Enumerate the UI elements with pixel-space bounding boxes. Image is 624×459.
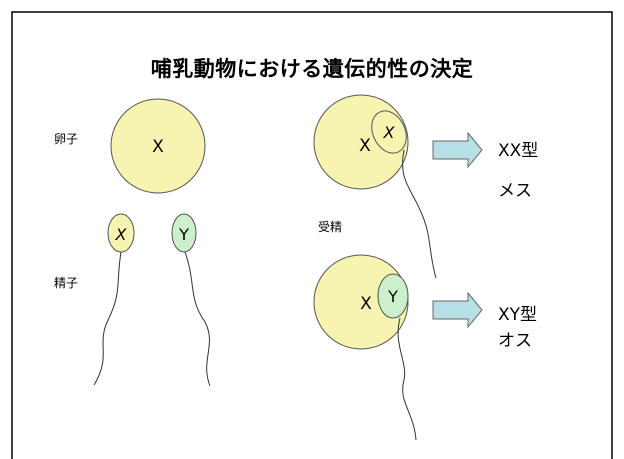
female-sperm-tail — [402, 149, 437, 279]
sperm-y-chromosome: Y — [178, 225, 189, 244]
female-sperm-chromosome: X — [383, 123, 396, 142]
fertilization-label: 受精 — [318, 220, 343, 234]
sperm-x-chromosome: X — [115, 225, 128, 244]
egg-label: 卵子 — [54, 132, 79, 146]
male-type-label: XY型 — [498, 305, 538, 325]
sperm-y-head — [171, 213, 197, 253]
male-result-arrow — [432, 291, 483, 329]
sperm-label: 精子 — [54, 276, 79, 290]
male-egg-chromosome: X — [360, 294, 372, 314]
sperm-x-tail — [93, 251, 122, 386]
egg-chromosome: X — [152, 137, 164, 157]
female-sperm-head — [371, 110, 407, 154]
female-type-label: XX型 — [498, 141, 539, 161]
female-result-arrow — [432, 131, 483, 169]
egg-cell — [110, 98, 206, 194]
male-sperm-chromosome: Y — [387, 287, 398, 306]
sperm-y-tail — [184, 251, 211, 387]
female-egg-chromosome: X — [359, 136, 371, 156]
male-sperm-tail — [397, 317, 417, 441]
male-sex-label: オス — [498, 331, 532, 351]
female-sex-label: メス — [498, 181, 532, 201]
slide-title: 哺乳動物における遺伝的性の決定 — [150, 57, 474, 81]
male-sperm-head — [377, 273, 409, 319]
